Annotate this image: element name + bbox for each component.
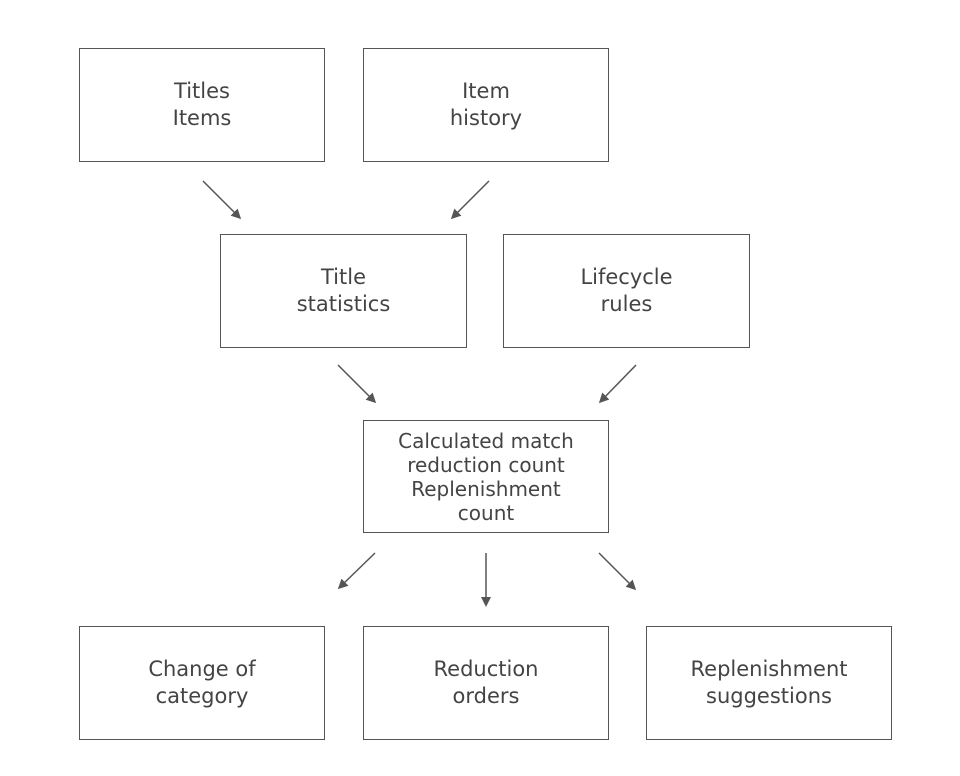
node-title-statistics: Title statistics bbox=[220, 234, 467, 348]
node-label-line: Replenishment bbox=[690, 657, 848, 681]
node-label-line: orders bbox=[452, 684, 520, 708]
node-reduction-orders: Reduction orders bbox=[363, 626, 609, 740]
node-label-line: Titles bbox=[174, 79, 230, 103]
node-label-line: Items bbox=[172, 106, 232, 130]
node-label-line: Reduction bbox=[433, 657, 539, 681]
node-change-of-category: Change of category bbox=[79, 626, 325, 740]
node-lifecycle-rules: Lifecycle rules bbox=[503, 234, 750, 348]
node-label-line: category bbox=[155, 684, 249, 708]
arrow-history-to-statistics bbox=[450, 180, 490, 220]
arrow-lifecycle-to-calculated bbox=[598, 364, 637, 404]
node-titles-items: Titles Items bbox=[79, 48, 325, 162]
node-label-line: reduction count bbox=[407, 452, 565, 477]
node-label-line: Title bbox=[320, 265, 366, 289]
node-label-line: history bbox=[449, 106, 523, 130]
node-label-line: suggestions bbox=[706, 684, 832, 708]
node-label-line: Calculated match bbox=[398, 428, 574, 453]
arrow-titles-to-statistics bbox=[202, 180, 242, 220]
node-label-line: Lifecycle bbox=[580, 265, 673, 289]
node-calculated-counts: Calculated match reduction count Repleni… bbox=[363, 420, 609, 533]
node-label-line: statistics bbox=[296, 292, 391, 316]
arrow-calculated-to-replenishment bbox=[598, 552, 637, 591]
node-label-line: rules bbox=[600, 292, 653, 316]
node-label-line: Replenishment bbox=[411, 476, 561, 501]
node-item-history: Item history bbox=[363, 48, 609, 162]
node-label-line: Item bbox=[462, 79, 510, 103]
node-label-line: Change of bbox=[148, 657, 256, 681]
node-replenishment-suggestions: Replenishment suggestions bbox=[646, 626, 892, 740]
arrow-calculated-to-category bbox=[337, 552, 376, 590]
arrow-statistics-to-calculated bbox=[337, 364, 377, 404]
node-label-line: count bbox=[457, 500, 515, 525]
